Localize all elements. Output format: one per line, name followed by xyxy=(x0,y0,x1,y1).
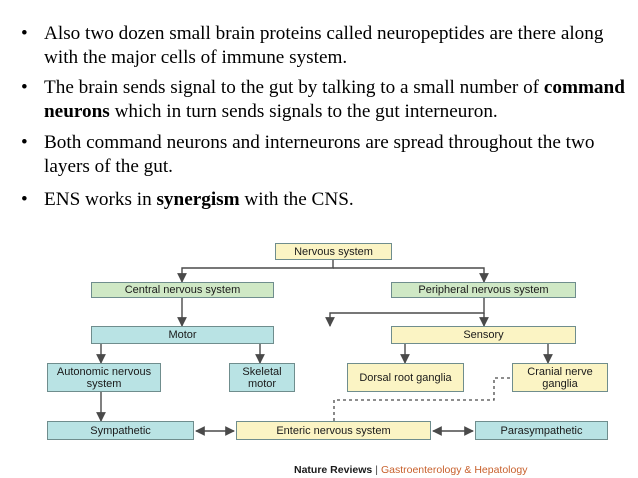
box-dorsal-root-ganglia: Dorsal root ganglia xyxy=(347,363,464,392)
box-parasympathetic: Parasympathetic xyxy=(475,421,608,440)
credit-subject: Gastroenterology & Hepatology xyxy=(380,464,528,476)
image-credit: Nature Reviews|Gastroenterology & Hepato… xyxy=(294,464,527,476)
bullet-dot: • xyxy=(21,77,28,98)
bullet-dot: • xyxy=(21,189,28,210)
bullet-item: • ENS works in synergism with the CNS. xyxy=(18,188,630,212)
bullet-bold-term: command neurons xyxy=(44,77,625,122)
box-cranial-nerve-ganglia: Cranial nerve ganglia xyxy=(512,363,608,392)
bullet-text: Also two dozen small brain proteins call… xyxy=(44,23,604,68)
bullet-item: • Both command neurons and interneurons a… xyxy=(18,131,630,179)
box-peripheral-nervous-system: Peripheral nervous system xyxy=(391,282,576,298)
box-nervous-system: Nervous system xyxy=(275,243,392,260)
box-sympathetic: Sympathetic xyxy=(47,421,194,440)
credit-separator: | xyxy=(375,464,378,476)
box-sensory: Sensory xyxy=(391,326,576,344)
bullet-item: • The brain sends signal to the gut by ta… xyxy=(18,76,630,124)
bullet-text: which in turn sends signals to the gut i… xyxy=(109,101,498,122)
box-autonomic-nervous-system: Autonomic nervous system xyxy=(47,363,161,392)
bullet-dot: • xyxy=(21,132,28,153)
bullet-text: The brain sends signal to the gut by tal… xyxy=(44,77,544,98)
bullet-dot: • xyxy=(21,23,28,44)
dashed-connector xyxy=(333,377,510,421)
connector-line xyxy=(177,260,334,283)
credit-journal: Nature Reviews xyxy=(294,464,373,476)
connector-line xyxy=(325,298,485,327)
bullet-text: ENS works in xyxy=(44,189,157,210)
bullet-bold-term: synergism xyxy=(156,189,240,210)
bullet-text: Both command neurons and interneurons ar… xyxy=(44,132,595,177)
box-skeletal-motor: Skeletal motor xyxy=(229,363,295,392)
box-motor: Motor xyxy=(91,326,274,344)
bullet-text: with the CNS. xyxy=(239,189,354,210)
bullet-list: • Also two dozen small brain proteins cal… xyxy=(18,4,630,212)
bullet-item: • Also two dozen small brain proteins cal… xyxy=(18,22,630,70)
box-central-nervous-system: Central nervous system xyxy=(91,282,274,298)
connector-line xyxy=(333,267,489,283)
box-enteric-nervous-system: Enteric nervous system xyxy=(236,421,431,440)
